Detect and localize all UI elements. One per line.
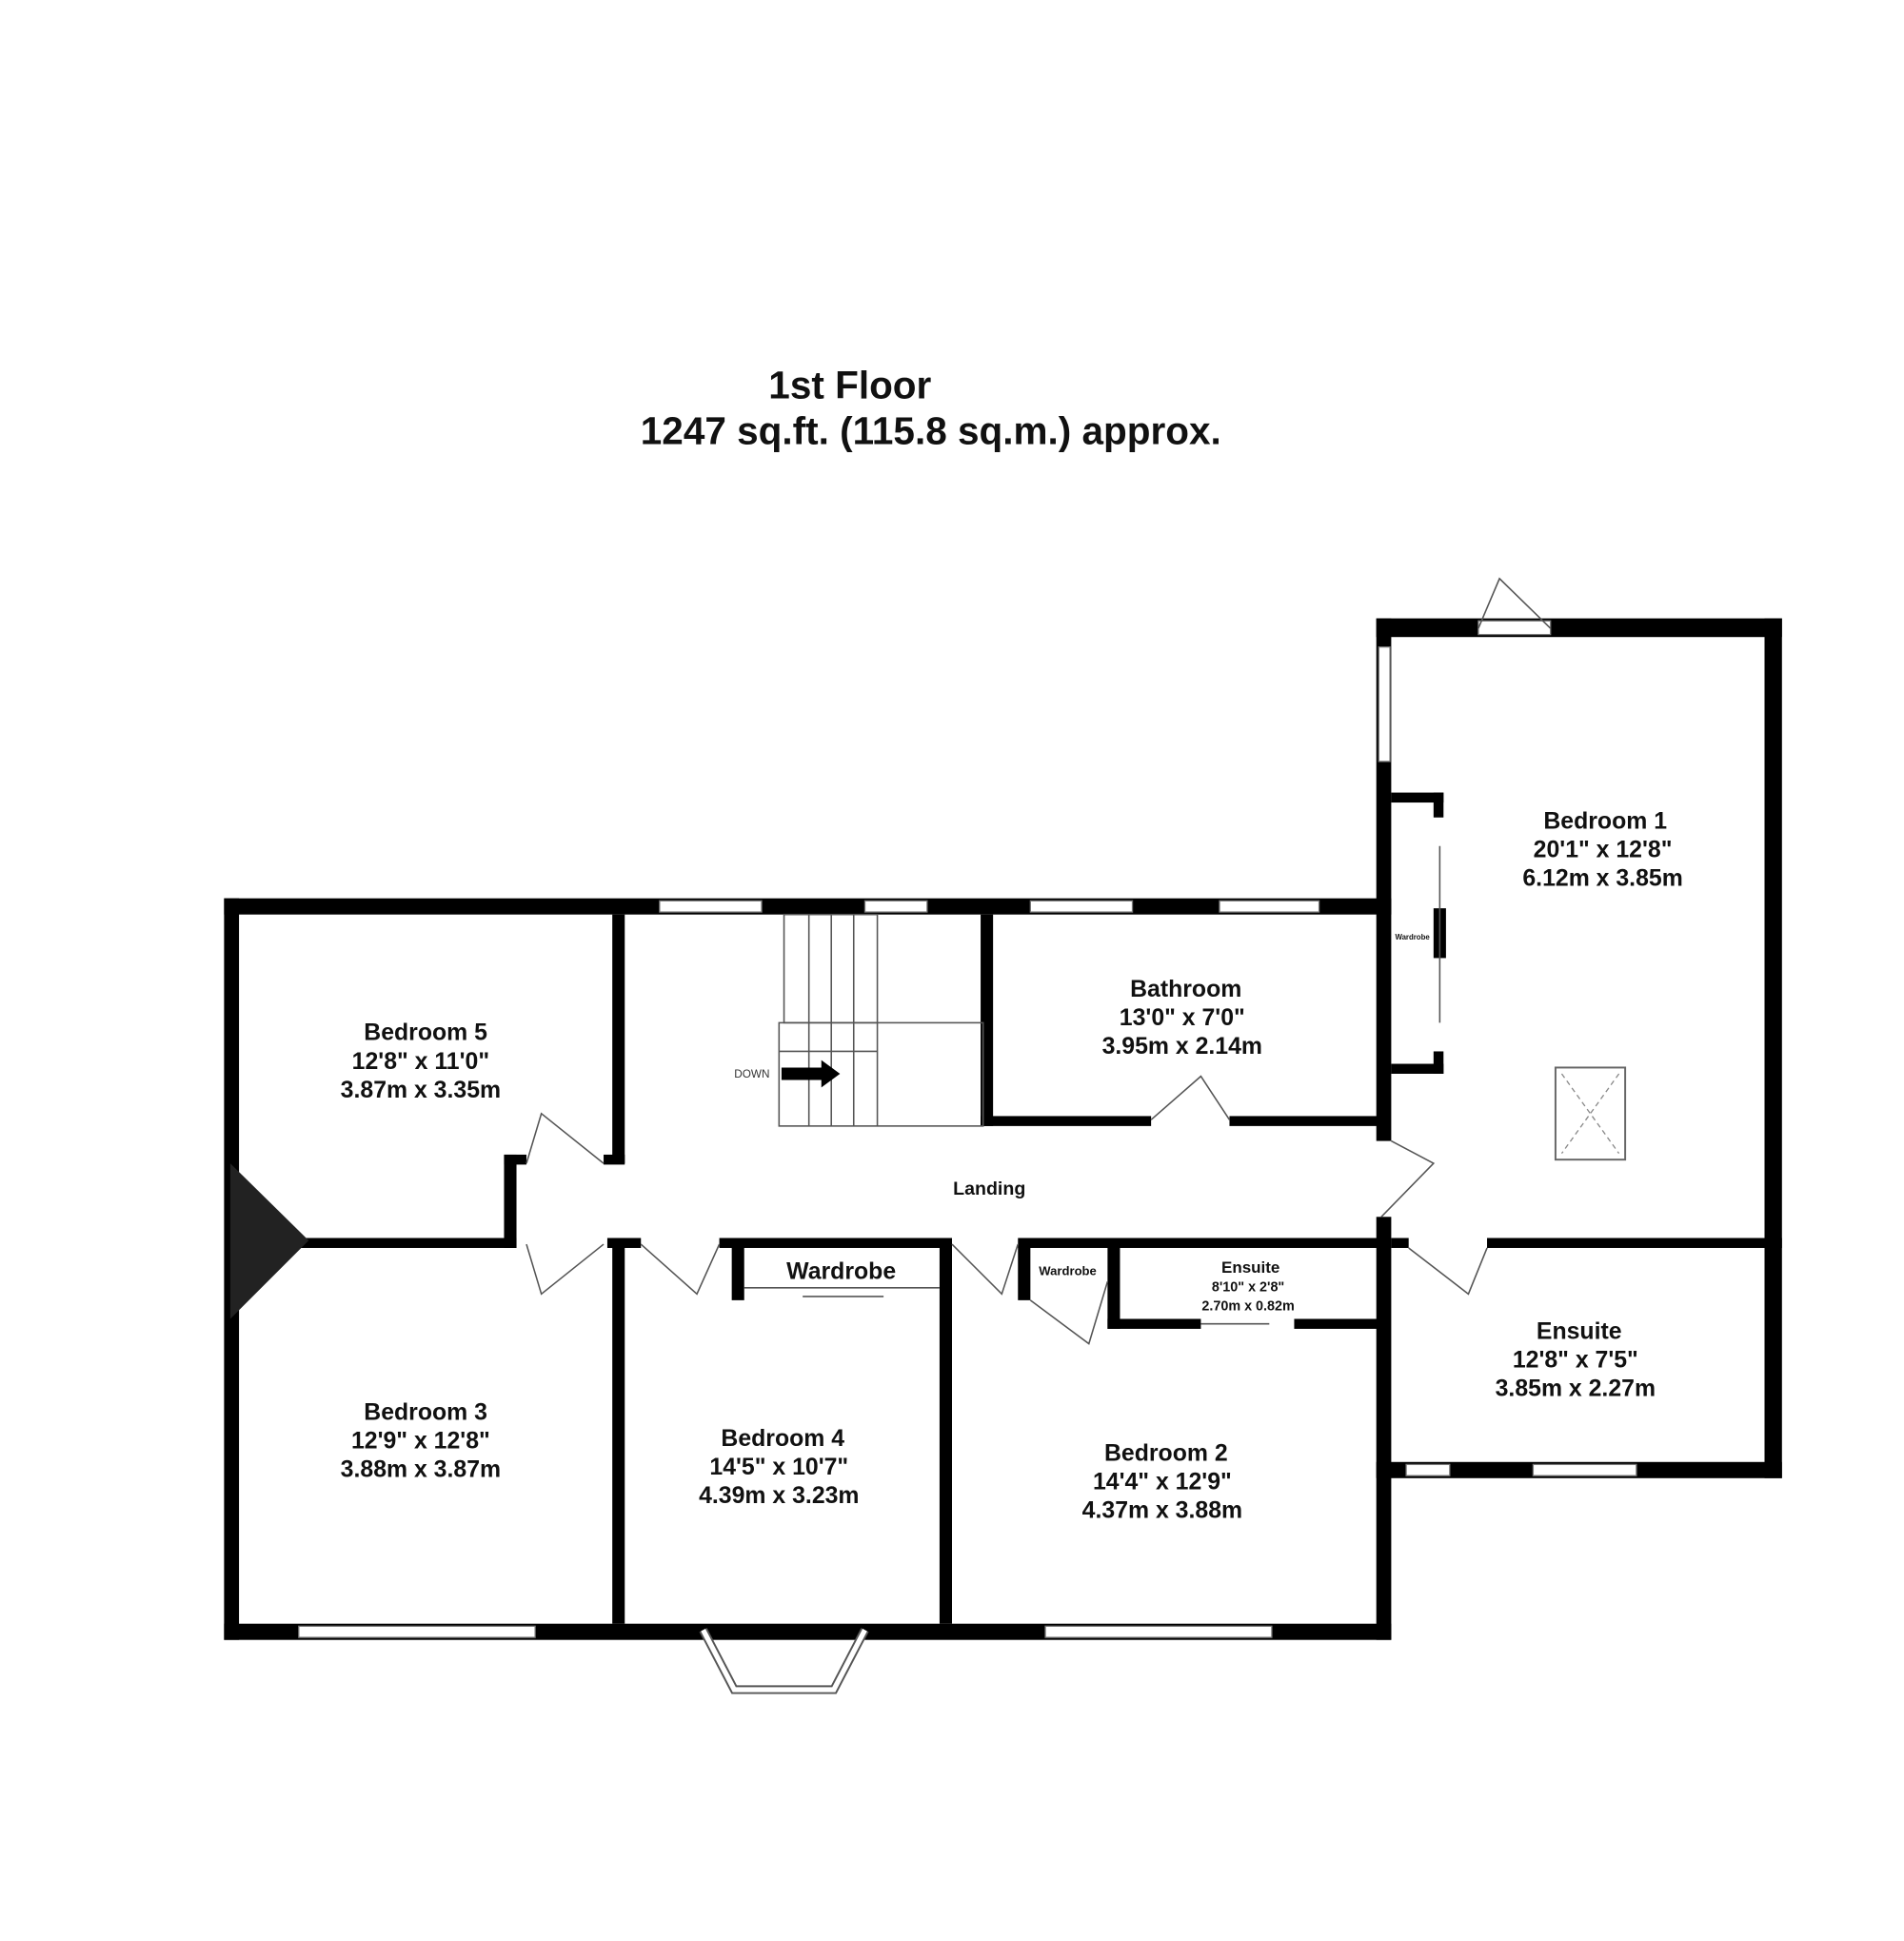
svg-text:14'4" x 12'9": 14'4" x 12'9" (1093, 1470, 1232, 1495)
svg-text:14'5" x 10'7": 14'5" x 10'7" (709, 1455, 848, 1480)
svg-text:8'10" x 2'8": 8'10" x 2'8" (1212, 1280, 1284, 1296)
stairs-down-label: DOWN (734, 1068, 769, 1080)
svg-text:Bedroom 3: Bedroom 3 (364, 1399, 487, 1425)
svg-text:Bedroom 1: Bedroom 1 (1543, 808, 1667, 834)
svg-text:12'9" x 12'8": 12'9" x 12'8" (351, 1428, 490, 1454)
chimney-breast (229, 1163, 309, 1319)
room-ensuite: Ensuite 12'8" x 7'5" 3.85m x 2.27m (1496, 1318, 1656, 1401)
room-bedroom-3: Bedroom 3 12'9" x 12'8" 3.88m x 3.87m (341, 1399, 501, 1482)
staircase (778, 913, 984, 1127)
svg-text:6.12m x 3.85m: 6.12m x 3.85m (1522, 866, 1682, 892)
room-bathroom: Bathroom 13'0" x 7'0" 3.95m x 2.14m (1102, 977, 1262, 1060)
svg-text:Bedroom 2: Bedroom 2 (1104, 1440, 1228, 1466)
svg-text:20'1" x 12'8": 20'1" x 12'8" (1534, 838, 1673, 863)
windows (298, 620, 1637, 1694)
wardrobe-label: Wardrobe (786, 1259, 896, 1285)
doors (526, 577, 1552, 1345)
svg-text:Bathroom: Bathroom (1130, 977, 1241, 1002)
svg-text:3.87m x 3.35m: 3.87m x 3.35m (341, 1078, 501, 1103)
svg-text:Ensuite: Ensuite (1537, 1318, 1622, 1344)
walls (224, 618, 1782, 1640)
room-bedroom-5: Bedroom 5 12'8" x 11'0" 3.87m x 3.35m (341, 1020, 501, 1103)
skylight (1554, 1066, 1627, 1161)
svg-text:12'8" x 11'0": 12'8" x 11'0" (352, 1049, 489, 1075)
svg-text:2.70m x 0.82m: 2.70m x 0.82m (1201, 1298, 1294, 1314)
svg-text:4.39m x 3.23m: 4.39m x 3.23m (699, 1483, 859, 1509)
room-landing: Landing (953, 1178, 1025, 1199)
bedroom1-wardrobe-label: Wardrobe (1395, 933, 1430, 941)
svg-text:Bedroom 5: Bedroom 5 (364, 1020, 487, 1046)
svg-text:13'0" x 7'0": 13'0" x 7'0" (1120, 1005, 1245, 1031)
svg-text:Bedroom 4: Bedroom 4 (721, 1426, 844, 1452)
svg-text:12'8" x 7'5": 12'8" x 7'5" (1513, 1347, 1638, 1373)
room-bedroom-4: Bedroom 4 14'5" x 10'7" 4.39m x 3.23m (699, 1426, 859, 1509)
svg-text:3.95m x 2.14m: 3.95m x 2.14m (1102, 1034, 1262, 1060)
floor-title: 1st Floor (768, 363, 931, 406)
svg-text:4.37m x 3.88m: 4.37m x 3.88m (1082, 1498, 1242, 1524)
room-ensuite-small: Ensuite 8'10" x 2'8" 2.70m x 0.82m (1201, 1258, 1294, 1314)
svg-text:3.85m x 2.27m: 3.85m x 2.27m (1496, 1377, 1656, 1402)
floor-area: 1247 sq.ft. (115.8 sq.m.) approx. (641, 409, 1221, 453)
room-bedroom-1: Bedroom 1 20'1" x 12'8" 6.12m x 3.85m (1522, 808, 1682, 891)
wardrobe-small-label: Wardrobe (1039, 1264, 1096, 1278)
svg-text:Ensuite: Ensuite (1221, 1258, 1279, 1277)
room-bedroom-2: Bedroom 2 14'4" x 12'9" 4.37m x 3.88m (1082, 1440, 1242, 1523)
stairs-down-arrow-icon (781, 1060, 841, 1088)
svg-text:3.88m x 3.87m: 3.88m x 3.87m (341, 1456, 501, 1482)
